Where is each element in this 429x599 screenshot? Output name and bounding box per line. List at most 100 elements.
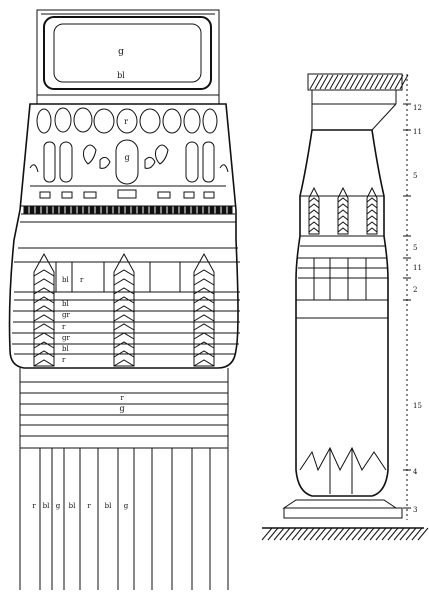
dim-mark-6: 2	[413, 286, 417, 294]
leaf-chevron	[113, 305, 135, 313]
leaf-chevron	[337, 209, 349, 215]
bead	[125, 206, 131, 214]
hatch-line	[319, 74, 329, 90]
leaf-chevron	[33, 269, 55, 277]
band-label-4: gr	[62, 311, 70, 319]
bead	[113, 206, 119, 214]
leaf-chevron	[337, 215, 349, 221]
hatch-line	[327, 527, 339, 541]
hatch-line	[369, 527, 381, 541]
leaf-chevron	[113, 278, 135, 286]
leaf-chevron	[337, 197, 349, 203]
hatch-line	[389, 74, 399, 90]
bead	[227, 206, 233, 214]
leaf-outline	[193, 252, 215, 367]
left-column	[8, 9, 240, 590]
hatch-line	[261, 527, 273, 541]
bead	[137, 206, 143, 214]
bead	[77, 206, 83, 214]
hatch-line	[321, 527, 333, 541]
leaf-chevron	[193, 359, 215, 367]
hatch-line	[279, 527, 291, 541]
leaf-chevron	[193, 287, 215, 295]
leaf-chevron	[308, 221, 320, 227]
hatch-line	[334, 74, 344, 90]
leaf-outline	[366, 186, 378, 235]
cartouche-outer	[43, 16, 212, 90]
bead	[179, 206, 185, 214]
right-chevron-leaves	[308, 186, 378, 235]
leaf-chevron	[193, 314, 215, 322]
band-label-3: bl	[62, 300, 69, 308]
hatch-line	[351, 527, 363, 541]
leaf-chevron	[113, 323, 135, 331]
band-label-2: r	[80, 276, 84, 284]
dim-mark-7: 15	[413, 402, 422, 410]
bead	[53, 206, 59, 214]
hatch-line	[399, 527, 411, 541]
leaf-chevron	[113, 287, 135, 295]
leaf-chevron	[33, 314, 55, 322]
leaf-chevron	[33, 296, 55, 304]
hatch-line	[273, 527, 285, 541]
leaf-chevron	[308, 203, 320, 209]
bead	[203, 206, 209, 214]
hatch-line	[381, 527, 393, 541]
cartouche-label: g	[118, 47, 124, 57]
leaf-outline	[337, 186, 349, 235]
bead	[89, 206, 95, 214]
hatch-line	[399, 74, 409, 90]
leaf-chevron	[193, 278, 215, 286]
dim-mark-3: 5	[413, 172, 417, 180]
right-column	[261, 73, 429, 541]
band-label-8: r	[62, 356, 66, 364]
base-step	[282, 499, 398, 509]
hatch-line	[411, 527, 423, 541]
bead	[107, 206, 113, 214]
bead	[155, 206, 161, 214]
leaf-chevron	[366, 197, 378, 203]
hatch-line	[375, 527, 387, 541]
bead	[23, 206, 29, 214]
hatch-line	[339, 74, 349, 90]
leaf-chevron	[337, 227, 349, 233]
top-hatching	[309, 74, 409, 90]
hatch-line	[379, 74, 389, 90]
hatch-line	[384, 74, 394, 90]
hatch-line	[369, 74, 379, 90]
leaf-chevron	[366, 203, 378, 209]
dim-mark-4: 5	[413, 244, 417, 252]
leaf-chevron	[337, 203, 349, 209]
leaf-chevron	[113, 314, 135, 322]
band-label-5: r	[62, 323, 66, 331]
column-outline	[295, 129, 389, 497]
bead	[101, 206, 107, 214]
leaf-chevron	[308, 209, 320, 215]
bead	[149, 206, 155, 214]
leaf-chevron	[193, 350, 215, 358]
shaft-lower-label-1: r	[32, 502, 36, 510]
shaft-lower-label-2: bl	[43, 502, 50, 510]
bead	[161, 206, 167, 214]
hatch-line	[333, 527, 345, 541]
dim-mark-5: 11	[413, 264, 422, 272]
bead	[167, 206, 173, 214]
cartouche-sublabel: bl	[117, 71, 125, 80]
leaf-chevron	[308, 227, 320, 233]
leaf-outline	[113, 252, 135, 367]
leaf-chevron	[113, 296, 135, 304]
hatch-line	[344, 74, 354, 90]
leaf-chevron	[113, 359, 135, 367]
hatch-line	[359, 74, 369, 90]
dim-mark-8: 4	[413, 468, 418, 476]
leaf-chevron	[308, 197, 320, 203]
bead	[47, 206, 53, 214]
leaf-chevron	[193, 341, 215, 349]
bead	[71, 206, 77, 214]
hatch-line	[354, 74, 364, 90]
leaf-chevron	[113, 332, 135, 340]
bead	[209, 206, 215, 214]
leaf-chevron	[193, 323, 215, 331]
hatch-line	[291, 527, 303, 541]
